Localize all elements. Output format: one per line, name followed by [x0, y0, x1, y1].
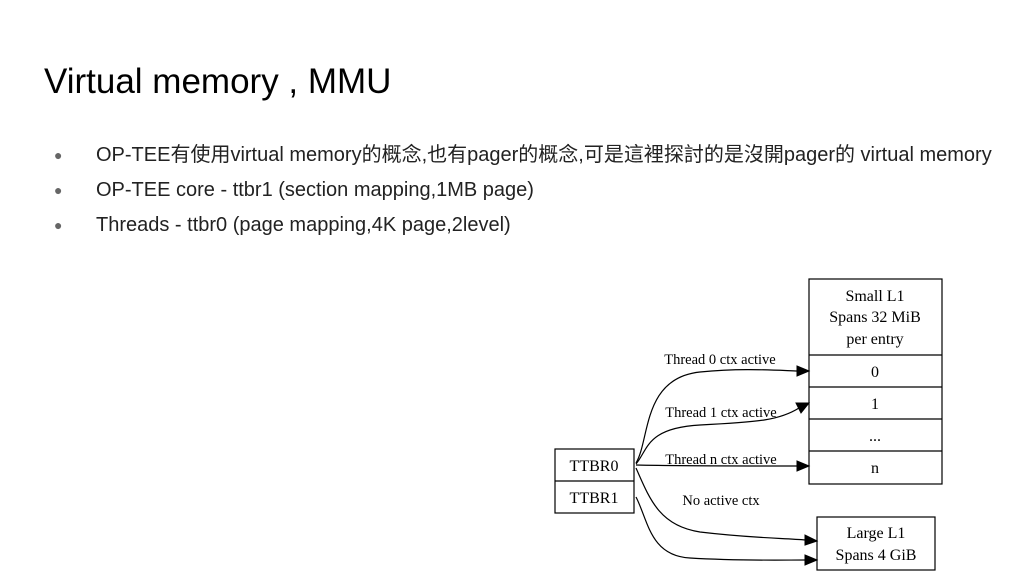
- large-l1-outline: [816, 516, 936, 571]
- edge-no-ctx-arrow-icon: [804, 534, 819, 546]
- edge-thread1: Thread 1 ctx active: [635, 402, 811, 465]
- edge-thread1-line: [635, 407, 800, 465]
- small-l1-entry: n: [871, 460, 879, 477]
- small-l1-header-line: per entry: [846, 331, 903, 348]
- slide-title: Virtual memory , MMU: [44, 62, 392, 101]
- edge-threadn: Thread n ctx active: [635, 452, 811, 472]
- edge-thread0: Thread 0 ctx active: [635, 352, 811, 464]
- edge-thread0-arrow-icon: [796, 365, 811, 377]
- small-l1-header-line: Spans 32 MiB: [829, 309, 921, 326]
- bullet-text: OP-TEE有使用virtual memory的概念,也有pager的概念,可是…: [96, 144, 992, 166]
- edge-no-ctx-line: [635, 467, 807, 541]
- edge-threadn-label: Thread n ctx active: [665, 452, 777, 468]
- edge-no-ctx-label: No active ctx: [682, 493, 760, 509]
- bullet-item: ● Threads - ttbr0 (page mapping,4K page,…: [52, 208, 992, 243]
- bullet-dot-icon: ●: [54, 182, 63, 198]
- bullet-text: Threads - ttbr0 (page mapping,4K page,2l…: [96, 214, 511, 236]
- bullet-dot-icon: ●: [54, 217, 63, 233]
- edge-threadn-arrow-icon: [796, 460, 811, 472]
- small-l1-table: Small L1 Spans 32 MiB per entry 0 1 ... …: [808, 278, 943, 485]
- ttbr1-label: TTBR1: [570, 490, 619, 507]
- ttbr0-label: TTBR0: [570, 458, 619, 475]
- edge-thread0-label: Thread 0 ctx active: [664, 352, 776, 368]
- edge-ttbr1-arrow-icon: [804, 554, 819, 566]
- large-l1-line: Spans 4 GiB: [836, 547, 917, 564]
- small-l1-entry: ...: [869, 428, 881, 445]
- small-l1-outline: [808, 278, 943, 485]
- edge-thread1-arrow-icon: [795, 402, 811, 414]
- bullet-item: ● OP-TEE core - ttbr1 (section mapping,1…: [52, 173, 992, 208]
- bullet-dot-icon: ●: [54, 147, 63, 163]
- edge-no-ctx: No active ctx: [635, 467, 819, 566]
- large-l1-box: Large L1 Spans 4 GiB: [816, 516, 936, 571]
- edge-threadn-line: [635, 464, 799, 467]
- small-l1-entry: 1: [871, 396, 879, 413]
- large-l1-line: Large L1: [847, 525, 906, 542]
- bullet-text: OP-TEE core - ttbr1 (section mapping,1MB…: [96, 179, 534, 201]
- bullet-item: ● OP-TEE有使用virtual memory的概念,也有pager的概念,…: [52, 138, 992, 173]
- edge-thread1-label: Thread 1 ctx active: [665, 405, 777, 421]
- ttbr-register-box: TTBR0 TTBR1: [554, 448, 635, 514]
- bullet-list: ● OP-TEE有使用virtual memory的概念,也有pager的概念,…: [52, 138, 992, 243]
- edge-ttbr1-line: [635, 496, 807, 561]
- edge-thread0-line: [635, 369, 799, 464]
- small-l1-header-line: Small L1: [845, 288, 904, 305]
- small-l1-entry: 0: [871, 364, 879, 381]
